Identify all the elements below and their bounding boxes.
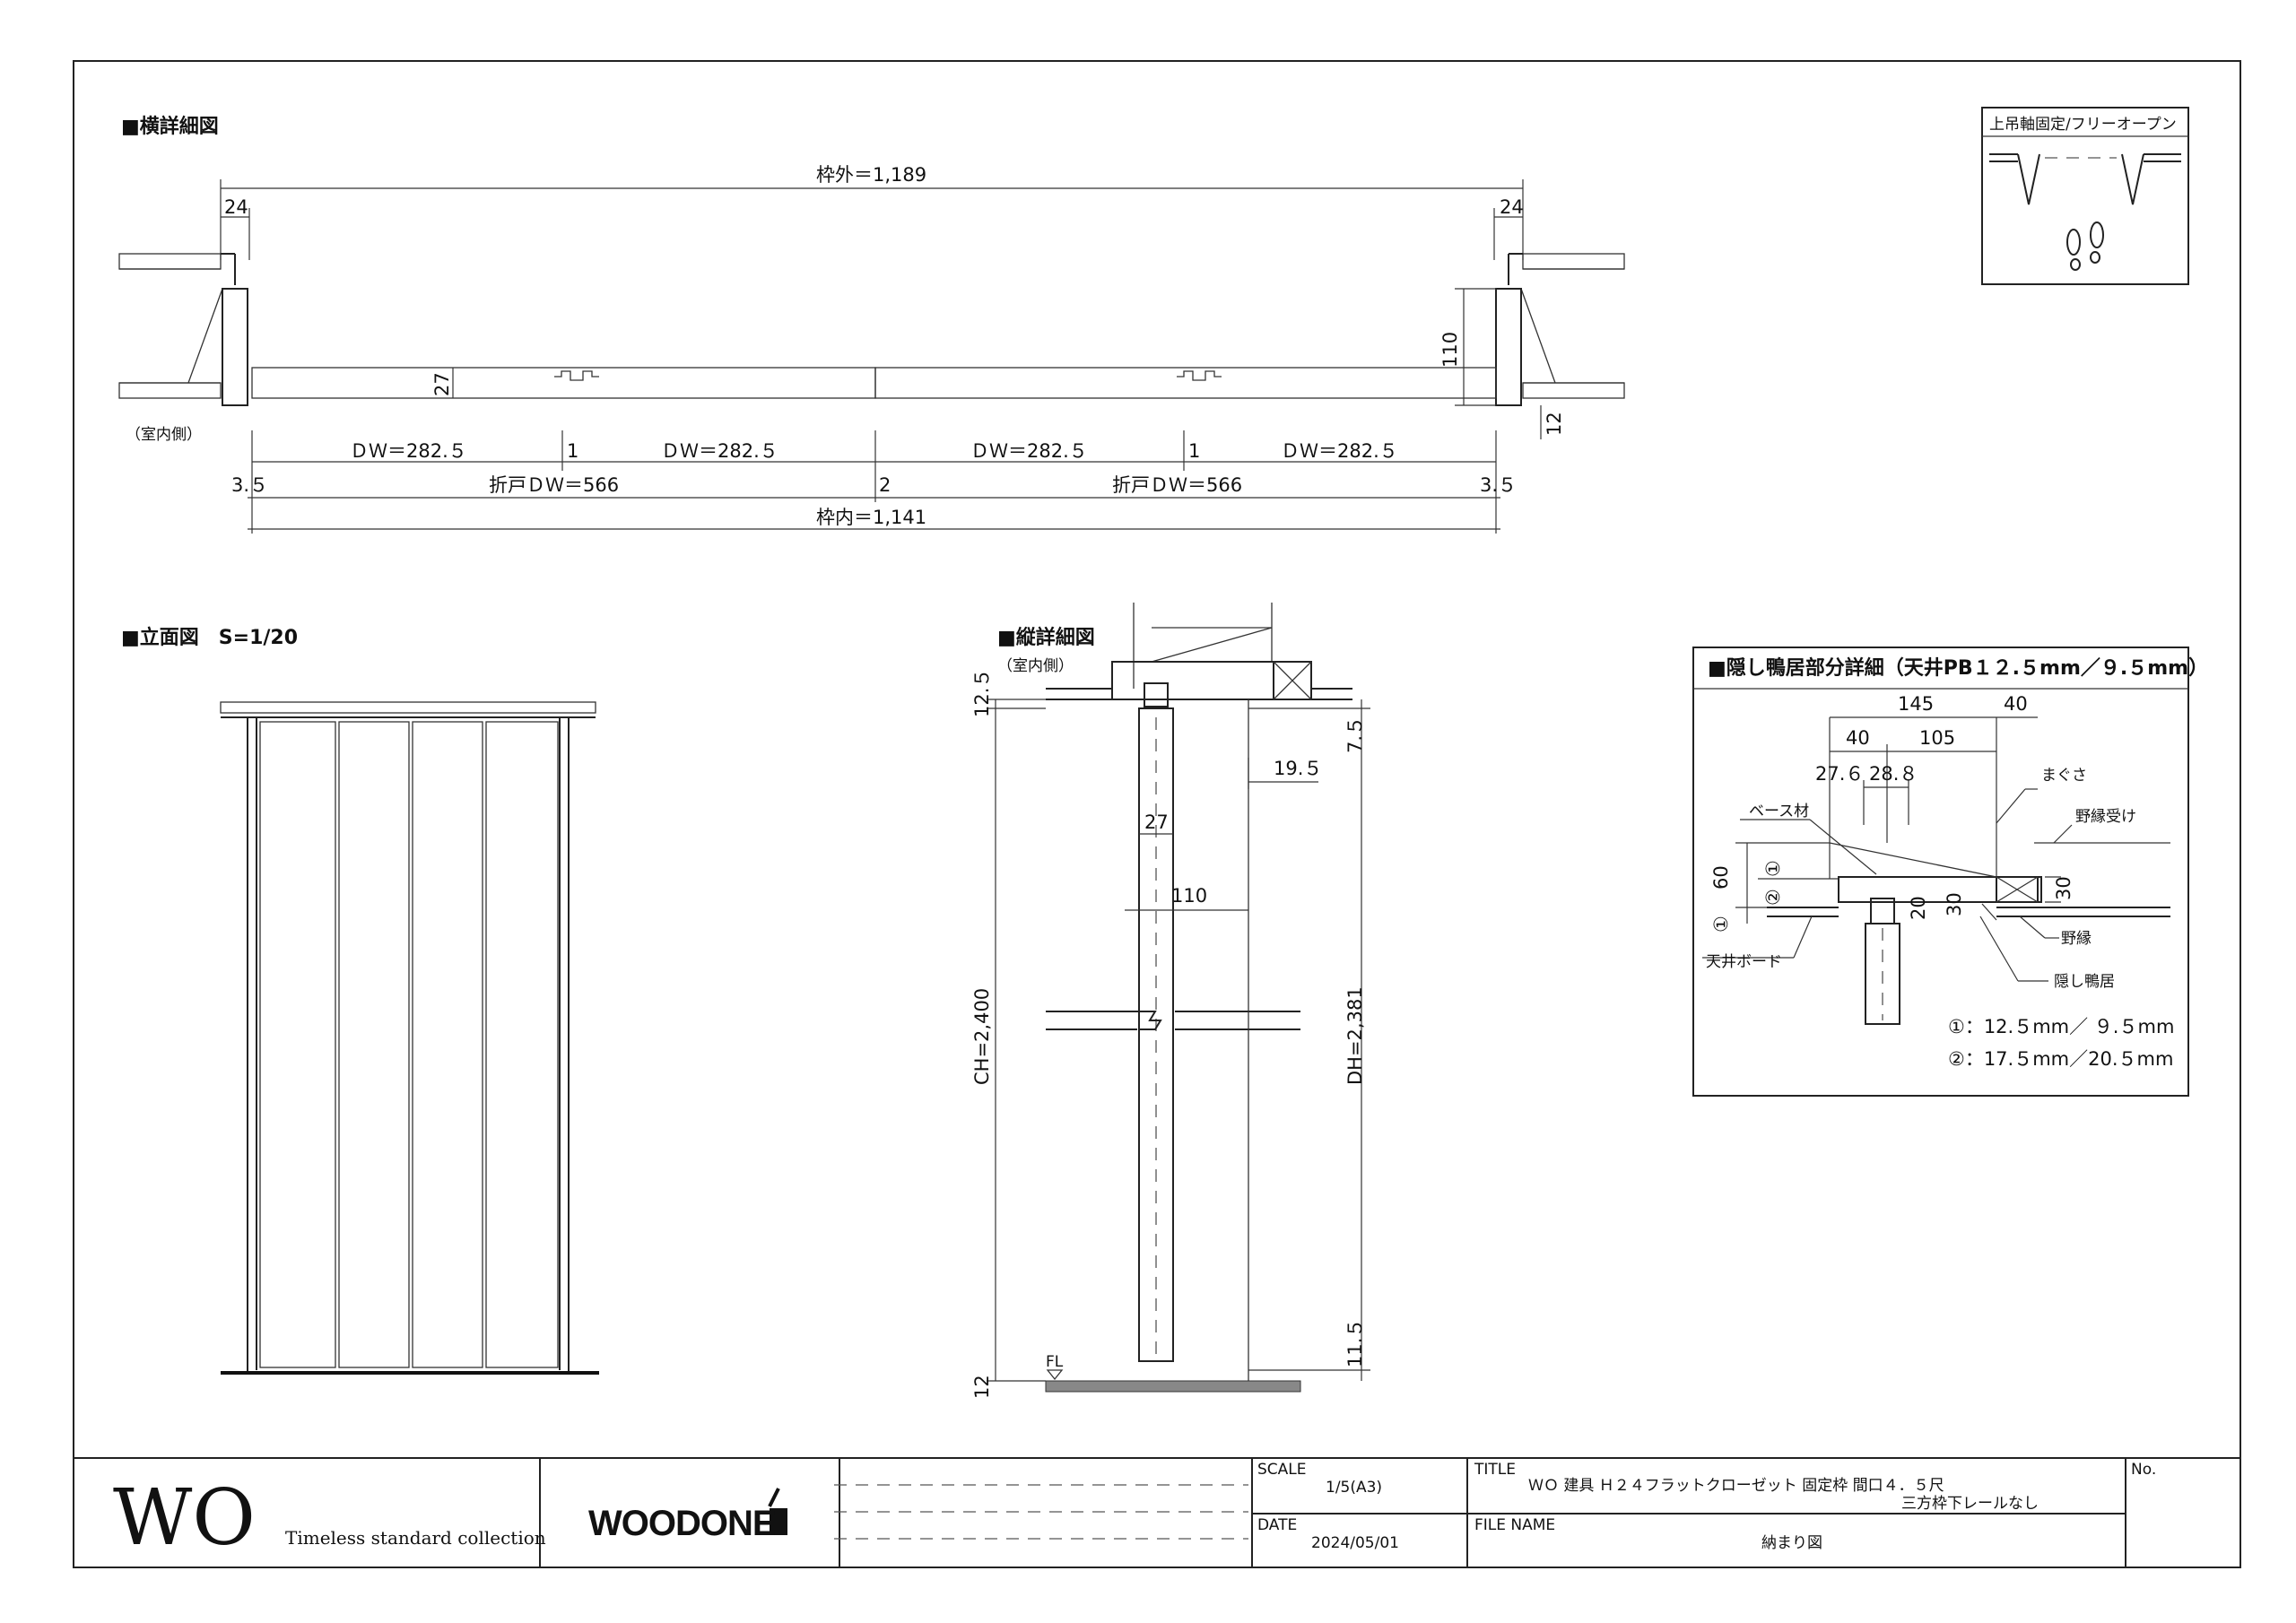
- dim-clear-right: 3.５: [1480, 474, 1517, 496]
- label-magusa: まぐさ: [2041, 767, 2087, 785]
- indoor-label-horizontal: （室内側）: [126, 426, 202, 444]
- dim-19-5: 19.５: [1274, 758, 1322, 779]
- dim-40-left: 40: [1846, 727, 1870, 749]
- logo-text: WOODONE: [588, 1504, 776, 1543]
- label-nobuchi: 野縁: [2061, 930, 2092, 948]
- label-base: ベース材: [1749, 803, 1809, 820]
- opening-type-inset: 上吊軸固定/フリーオープン: [1981, 107, 2189, 285]
- dim-ch: CH=2,400: [971, 988, 993, 1085]
- dim-105: 105: [1919, 727, 1955, 749]
- dim-30-right: 30: [2053, 876, 2074, 900]
- marker-1-top: ①: [1762, 860, 1784, 877]
- marker-1-bottom: ①: [1710, 916, 1732, 933]
- woodone-logo: WOODONE: [588, 1488, 787, 1543]
- dim-30-inner: 30: [1944, 892, 1965, 916]
- dim-top-12-5: 12.５: [971, 669, 993, 717]
- dim-20: 20: [1908, 896, 1929, 920]
- dim-top-7-5: 7.５: [1344, 716, 1366, 753]
- dim-27-6: 27.６: [1815, 763, 1864, 785]
- dim-jamb-left: 24: [224, 196, 248, 218]
- sheet-border: [73, 60, 2241, 1568]
- file-value: 納まり図: [1761, 1534, 1822, 1552]
- dim-60: 60: [1710, 865, 1732, 890]
- dim-frame-inner: 枠内＝1,141: [816, 507, 926, 528]
- horizontal-detail: ■横詳細図 枠外＝1,189 24 24: [118, 115, 1625, 534]
- dim-frame-depth: 110: [1439, 332, 1461, 368]
- elevation-view: ■立面図 S=1/20: [121, 626, 599, 1375]
- floor-level-label: FL: [1046, 1353, 1064, 1371]
- dim-leaf-27: 27: [1144, 812, 1169, 833]
- dim-28-8: 28.８: [1869, 763, 1918, 785]
- dim-gap-1: 1: [567, 440, 578, 462]
- horizontal-heading: ■横詳細図: [121, 115, 219, 138]
- dim-jamb-right: 24: [1500, 196, 1524, 218]
- dim-dw-1: ＤＷ＝282.５: [350, 440, 467, 462]
- vertical-heading: ■縦詳細図: [997, 626, 1095, 649]
- title-line-2: 三方枠下レールなし: [1901, 1495, 2039, 1513]
- dim-gap-2: 1: [1188, 440, 1200, 462]
- dim-panel-thickness: 27: [431, 372, 453, 396]
- dim-145: 145: [1898, 693, 1934, 715]
- scale-label: SCALE: [1257, 1461, 1307, 1479]
- dim-dw-3: ＤＷ＝282.５: [970, 440, 1088, 462]
- label-nobuchi-uke: 野縁受け: [2075, 808, 2136, 826]
- label-kakushi: 隠し鴨居: [2054, 973, 2115, 991]
- dim-bottom-12: 12: [971, 1375, 993, 1399]
- title-block: WO Timeless standard collection WOODONE …: [74, 1457, 2240, 1567]
- scale-value: 1/5(A3): [1326, 1479, 1382, 1497]
- dim-40-right: 40: [2004, 693, 2028, 715]
- title-line-1: ＷＯ 建具 Ｈ２４フラットクローゼット 固定枠 間口４．５尺: [1528, 1477, 1944, 1495]
- dim-dh: DH=2,381: [1344, 986, 1366, 1085]
- dim-frame-outer: 枠外＝1,189: [816, 164, 926, 186]
- dim-reveal: 12: [1544, 412, 1565, 436]
- number-label: No.: [2131, 1461, 2156, 1479]
- brand-mark: WO: [113, 1473, 256, 1563]
- date-value: 2024/05/01: [1311, 1534, 1399, 1552]
- marker-2: ②: [1762, 889, 1784, 906]
- dim-leaf-110: 110: [1171, 885, 1207, 907]
- label-ceiling-board: 天井ボード: [1706, 953, 1782, 971]
- vertical-detail: ■縦詳細図 （室内側） 12.５ CH=2,400: [971, 603, 1370, 1399]
- inset-label: 上吊軸固定/フリーオープン: [1989, 116, 2177, 134]
- note-1: ①：12.５mm／ ９.５mm: [1948, 1016, 2174, 1037]
- collection-name: Timeless standard collection: [285, 1527, 546, 1549]
- dim-center-gap: 2: [879, 474, 891, 496]
- dim-bottom-11-5: 11.５: [1344, 1319, 1366, 1367]
- hidden-header-detail: ■隠し鴨居部分詳細（天井PB１２.５mm／９.５mm） 145 40 40 10…: [1692, 647, 2208, 1097]
- elevation-heading: ■立面図 S=1/20: [121, 626, 298, 649]
- date-label: DATE: [1257, 1516, 1297, 1534]
- dim-fold-dw-2: 折戸ＤＷ＝566: [1112, 474, 1242, 496]
- hidden-detail-heading: ■隠し鴨居部分詳細（天井PB１２.５mm／９.５mm）: [1708, 656, 2208, 680]
- dim-dw-2: ＤＷ＝282.５: [661, 440, 778, 462]
- note-2: ②：17.５mm／20.５mm: [1948, 1048, 2173, 1070]
- dim-dw-4: ＤＷ＝282.５: [1281, 440, 1398, 462]
- dim-fold-dw-1: 折戸ＤＷ＝566: [489, 474, 619, 496]
- title-label: TITLE: [1474, 1461, 1516, 1479]
- file-label: FILE NAME: [1474, 1516, 1555, 1534]
- dim-clear-left: 3.５: [231, 474, 268, 496]
- indoor-label-vertical: （室内側）: [997, 657, 1074, 675]
